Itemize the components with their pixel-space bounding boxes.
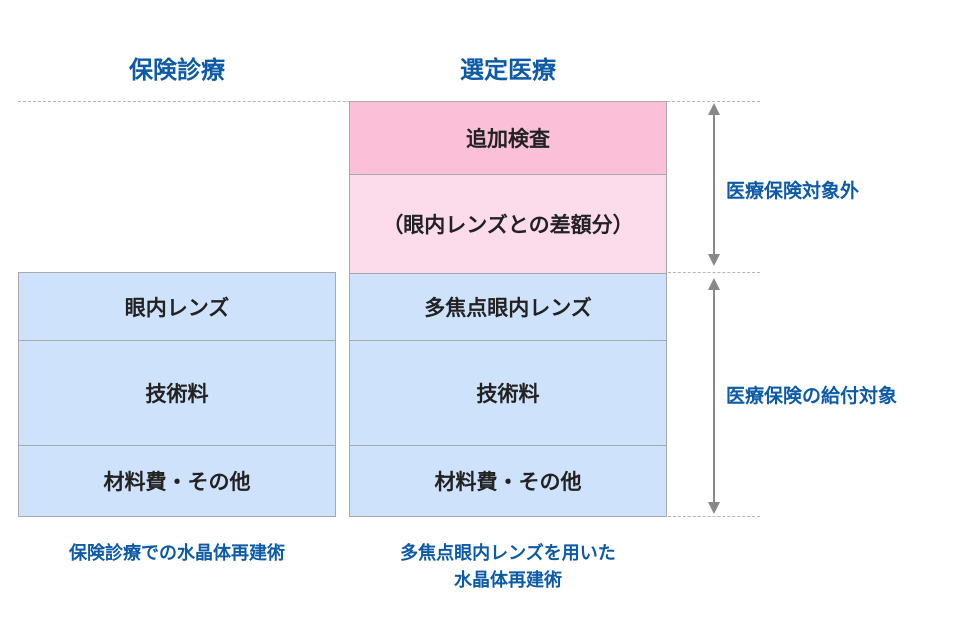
- right-block-multifocal-iol: 多焦点眼内レンズ: [350, 273, 666, 340]
- right-block-price-difference: （眼内レンズとの差額分）: [350, 174, 666, 273]
- left-block-technical-fee: 技術料: [19, 340, 335, 445]
- left-block-materials: 材料費・その他: [19, 445, 335, 516]
- right-cost-stack: 追加検査 （眼内レンズとの差額分） 多焦点眼内レンズ 技術料 材料費・その他: [349, 101, 667, 517]
- bottom-guide-line: [668, 516, 760, 517]
- range-arrows: [708, 103, 720, 514]
- right-block-materials: 材料費・その他: [350, 445, 666, 516]
- right-column-header: 選定医療: [460, 56, 556, 84]
- right-block-additional-exam: 追加検査: [350, 102, 666, 174]
- right-caption-line-1: 多焦点眼内レンズを用いた: [400, 543, 616, 564]
- left-caption: 保険診療での水晶体再建術: [18, 540, 336, 567]
- insured-range-label: 医療保険の給付対象: [726, 385, 898, 407]
- right-block-technical-fee: 技術料: [350, 340, 666, 445]
- left-caption-line-1: 保険診療での水晶体再建術: [69, 543, 285, 564]
- left-block-iol: 眼内レンズ: [19, 273, 335, 340]
- left-column-header: 保険診療: [129, 56, 225, 84]
- uninsured-range-label: 医療保険対象外: [726, 180, 860, 202]
- left-cost-stack: 眼内レンズ 技術料 材料費・その他: [18, 272, 336, 517]
- right-caption: 多焦点眼内レンズを用いた 水晶体再建術: [349, 540, 667, 594]
- right-caption-line-2: 水晶体再建術: [454, 570, 562, 591]
- lower-range-arrow: [708, 278, 720, 514]
- middle-guide-line: [668, 272, 760, 273]
- upper-range-arrow: [708, 103, 720, 266]
